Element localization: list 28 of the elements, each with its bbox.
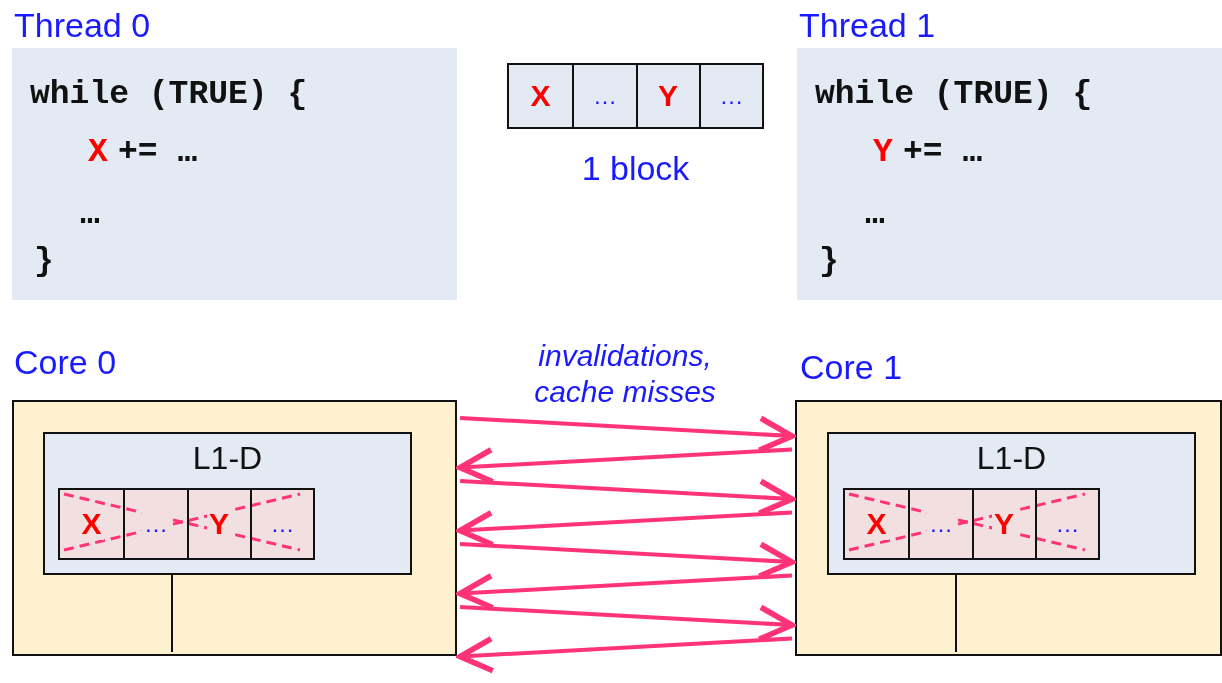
thread-heading: Thread 1 [799,8,936,42]
code-line: … [80,198,100,231]
block-caption: 1 block [581,151,690,185]
cell-value: X [530,81,551,111]
code-line: Y [873,136,893,169]
arrow [457,636,793,674]
code-line: } [34,245,54,278]
edge-annotation: invalidations, cache misses [533,338,717,410]
cache-label: L1-D [976,442,1047,474]
cache-line-block [843,488,1100,560]
thread-heading: Thread 0 [14,8,151,42]
cache-box [827,432,1196,575]
code-line: X [88,136,108,169]
cell-value: Y [658,81,679,111]
core-heading: Core 0 [14,345,117,379]
cache-line-block [58,488,315,560]
code-line: } [819,245,839,278]
cell-value: … [719,84,744,108]
code-line: += … [118,136,198,169]
cell-value: … [592,84,617,108]
core-heading: Core 1 [800,350,903,384]
cache-box [43,432,412,575]
cache-label: L1-D [192,442,263,474]
cache-line-block [507,63,764,129]
code-line: += … [903,136,983,169]
code-line: while (TRUE) { [815,78,1093,111]
code-line: while (TRUE) { [30,78,308,111]
code-line: … [865,198,885,231]
